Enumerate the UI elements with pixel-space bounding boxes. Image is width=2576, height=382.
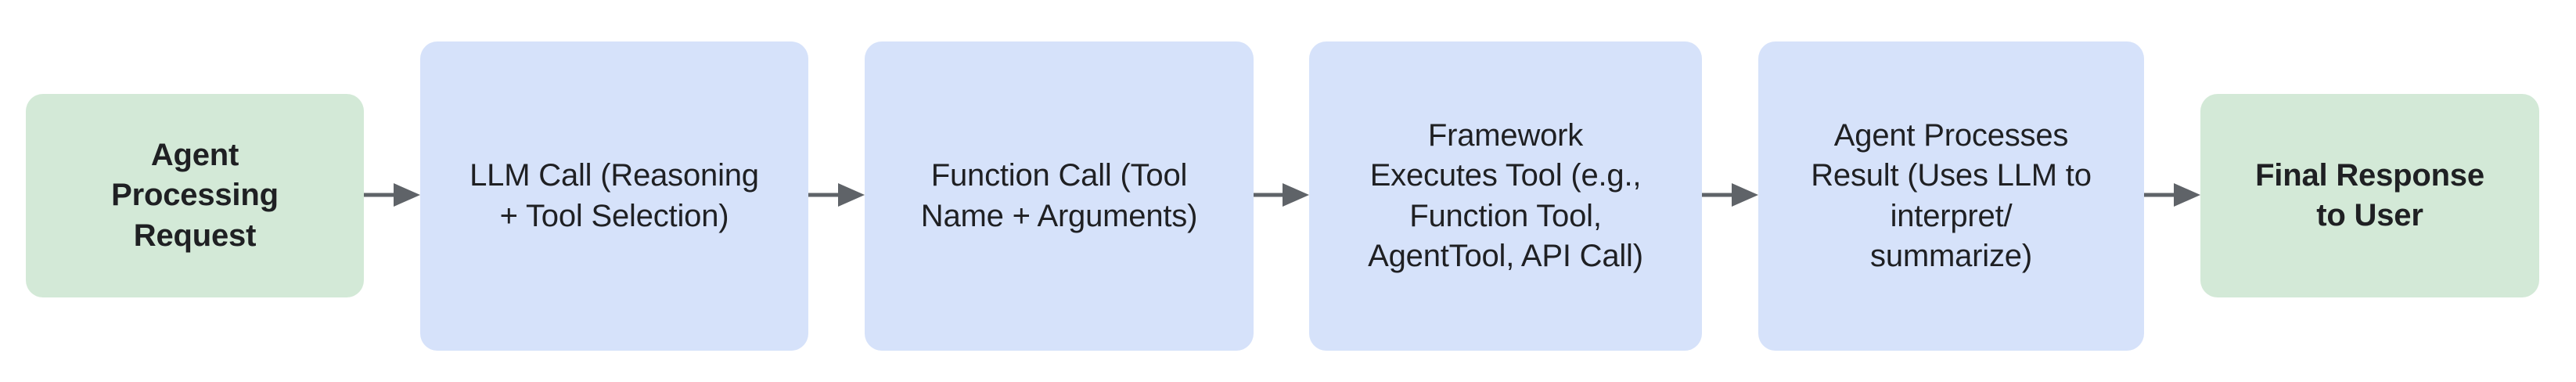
node-label-agent-processing-request: Agent Processing Request (111, 138, 279, 253)
flow-arrow (2144, 179, 2200, 211)
node-label-llm-call: LLM Call (Reasoning + Tool Selection) (470, 158, 759, 233)
flow-arrow (1702, 179, 1758, 211)
node-final-response-to-user[interactable]: Final Response to User (2200, 94, 2539, 297)
node-framework-executes-tool[interactable]: Framework Executes Tool (e.g., Function … (1309, 41, 1702, 351)
node-agent-processes-result[interactable]: Agent Processes Result (Uses LLM to inte… (1758, 41, 2144, 351)
flow-arrow (364, 179, 420, 211)
node-label-function-call: Function Call (Tool Name + Arguments) (920, 158, 1198, 233)
node-label-framework-executes-tool: Framework Executes Tool (e.g., Function … (1368, 118, 1643, 273)
node-label-agent-processes-result: Agent Processes Result (Uses LLM to inte… (1811, 118, 2092, 273)
node-function-call[interactable]: Function Call (Tool Name + Arguments) (865, 41, 1254, 351)
node-label-final-response-to-user: Final Response to User (2255, 157, 2484, 232)
node-agent-processing-request[interactable]: Agent Processing Request (26, 94, 364, 297)
flow-arrow (808, 179, 865, 211)
flow-arrow (1254, 179, 1309, 211)
node-llm-call[interactable]: LLM Call (Reasoning + Tool Selection) (420, 41, 808, 351)
